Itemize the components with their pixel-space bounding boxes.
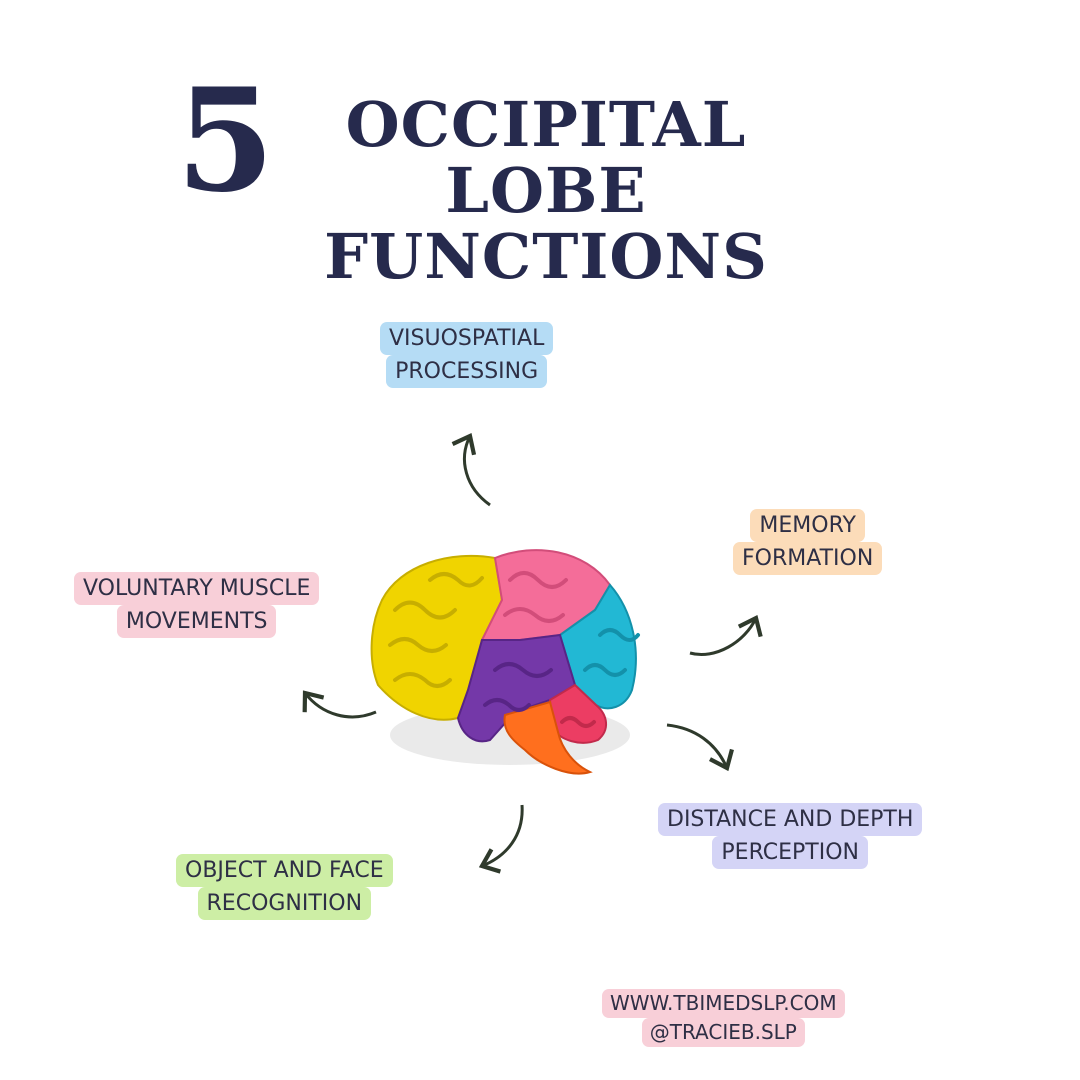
title-number: 5 [176, 58, 275, 224]
label-voluntary: VOLUNTARY MUSCLE MOVEMENTS [74, 572, 320, 638]
label-memory: MEMORY FORMATION [733, 509, 883, 575]
label-distance-line-2: PERCEPTION [712, 836, 868, 869]
label-visuospatial-line-2: PROCESSING [386, 355, 548, 388]
credit-website[interactable]: WWW.TBIMEDSLP.COM [602, 989, 845, 1018]
arrow-to-visuospatial [451, 432, 491, 507]
credit-handle[interactable]: @TRACIEB.SLP [641, 1018, 805, 1047]
label-object: OBJECT AND FACE RECOGNITION [176, 854, 393, 920]
frontal-lobe [370, 554, 504, 721]
brainstem [503, 700, 593, 775]
brain-image [370, 549, 640, 775]
label-memory-line-1: MEMORY [750, 509, 865, 542]
credit-block: WWW.TBIMEDSLP.COM @TRACIEB.SLP [602, 989, 845, 1047]
arrow-to-voluntary [302, 690, 377, 719]
arrow-to-distance [666, 723, 734, 772]
label-object-line-2: RECOGNITION [197, 887, 372, 920]
label-distance-line-1: DISTANCE AND DEPTH [658, 803, 923, 836]
arrow-to-object [478, 804, 524, 874]
label-voluntary-line-1: VOLUNTARY MUSCLE [74, 572, 320, 605]
label-memory-line-2: FORMATION [733, 542, 883, 575]
label-voluntary-line-2: MOVEMENTS [116, 605, 277, 638]
label-visuospatial-line-1: VISUOSPATIAL [380, 322, 554, 355]
title-line-1: OCCIPITAL LOBE [345, 88, 747, 227]
brain-gyri [388, 571, 640, 728]
label-object-line-1: OBJECT AND FACE [176, 854, 393, 887]
label-visuospatial: VISUOSPATIAL PROCESSING [380, 322, 554, 388]
label-distance: DISTANCE AND DEPTH PERCEPTION [658, 803, 923, 869]
title-line-2: FUNCTIONS [324, 220, 768, 293]
arrow-to-memory [689, 614, 763, 656]
title-heading: OCCIPITAL LOBE FUNCTIONS [286, 92, 806, 290]
